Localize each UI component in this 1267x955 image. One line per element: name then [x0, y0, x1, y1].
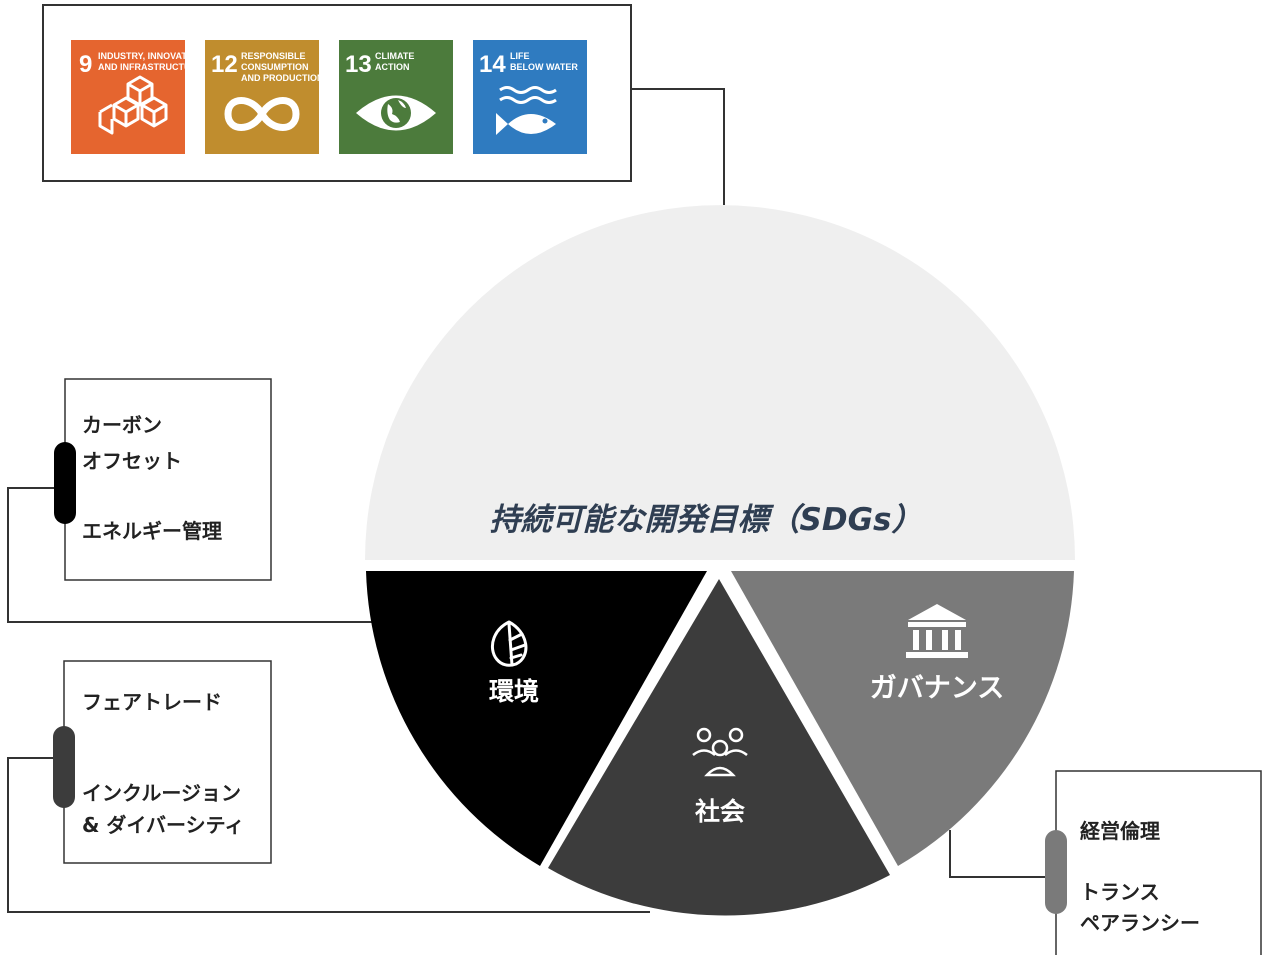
sdg-goal-13-title-line2: ACTION — [375, 62, 410, 72]
connector-governance-card — [949, 830, 1056, 878]
sdg-goal-9-title-line2: AND INFRASTRUCTURE — [98, 62, 203, 72]
sdg-goal-12-tile — [205, 40, 319, 154]
segment-society-label: 社会 — [695, 797, 745, 826]
card-society-item2-line1: インクルージョン — [82, 781, 241, 805]
infinity-icon — [224, 97, 300, 131]
card-society-item1-line1: フェアトレード — [82, 690, 222, 714]
segment-governance-label: ガバナンス — [870, 673, 1004, 704]
card-governance: 経営倫理 トランス ペアランシー — [1045, 770, 1262, 955]
sdg-goal-9-number: 9 — [79, 51, 92, 78]
sdg-goal-14-title-line2: BELOW WATER — [510, 62, 578, 72]
card-governance-item2-line1: トランス — [1080, 880, 1160, 904]
connector-environment-card — [7, 487, 372, 623]
sdg-goal-14-title-line1: LIFE — [510, 51, 530, 61]
card-governance-item1-line1: 経営倫理 — [1080, 819, 1160, 843]
sdg-goal-13-title-line1: CLIMATE — [375, 51, 414, 61]
card-environment-item1-line1: カーボン — [82, 413, 162, 437]
card-environment: カーボン オフセット エネルギー管理 — [54, 378, 272, 581]
card-society-frame — [63, 660, 272, 864]
sdg-circle-top-half — [365, 205, 1075, 560]
leaf-icon — [491, 620, 528, 667]
center-title: 持続可能な開発目標（SDGs） — [490, 502, 923, 538]
card-governance-frame — [1055, 770, 1262, 955]
sdg-goal-9: 9 INDUSTRY, INNOVATION AND INFRASTRUCTUR… — [71, 40, 203, 154]
card-environment-tab — [54, 442, 76, 524]
card-society-tab — [53, 726, 75, 808]
card-governance-tab — [1045, 830, 1067, 914]
cubes-icon — [98, 75, 168, 135]
segment-environment-label: 環境 — [489, 677, 539, 706]
connector-society-card — [7, 757, 650, 913]
sdg-goal-13: 13 CLIMATE ACTION — [339, 40, 453, 154]
sdg-goal-12-title-line1: RESPONSIBLE — [241, 51, 306, 61]
card-environment-item2-line1: エネルギー管理 — [82, 519, 222, 543]
eye-globe-icon — [356, 95, 436, 131]
sdg-goal-14: 14 LIFE BELOW WATER — [473, 40, 587, 154]
sdg-goal-13-number: 13 — [345, 51, 372, 78]
bank-icon — [906, 604, 968, 658]
sdg-goal-12-number: 12 — [211, 51, 238, 78]
people-icon — [692, 727, 748, 777]
connector-lines — [7, 88, 1056, 913]
sdg-goal-12-title-line3: AND PRODUCTION — [241, 73, 324, 83]
segment-environment — [366, 571, 707, 866]
sdg-goal-12: 12 RESPONSIBLE CONSUMPTION AND PRODUCTIO… — [205, 40, 324, 154]
sdg-goal-12-title-line2: CONSUMPTION — [241, 62, 309, 72]
card-society: フェアトレード インクルージョン & ダイバーシティ — [53, 660, 272, 864]
sdg-goals-panel: 9 INDUSTRY, INNOVATION AND INFRASTRUCTUR… — [42, 4, 632, 182]
sdg-goal-9-title-line1: INDUSTRY, INNOVATION — [98, 51, 203, 61]
card-governance-item2-line2: ペアランシー — [1080, 911, 1200, 935]
card-society-item2-line2: & ダイバーシティ — [82, 813, 244, 837]
card-environment-item1-line2: オフセット — [82, 449, 182, 473]
fish-icon — [496, 86, 557, 135]
connector-sdg-to-circle — [631, 88, 725, 205]
segment-governance — [731, 571, 1074, 866]
segment-society — [548, 579, 890, 916]
sdg-goal-14-number: 14 — [479, 51, 506, 78]
sdg-goal-14-tile — [473, 40, 587, 154]
card-environment-frame — [64, 378, 272, 581]
esg-segments: 環境 社会 ガバナンス — [366, 571, 1074, 916]
sdg-circle: 持続可能な開発目標（SDGs） — [365, 205, 1075, 560]
